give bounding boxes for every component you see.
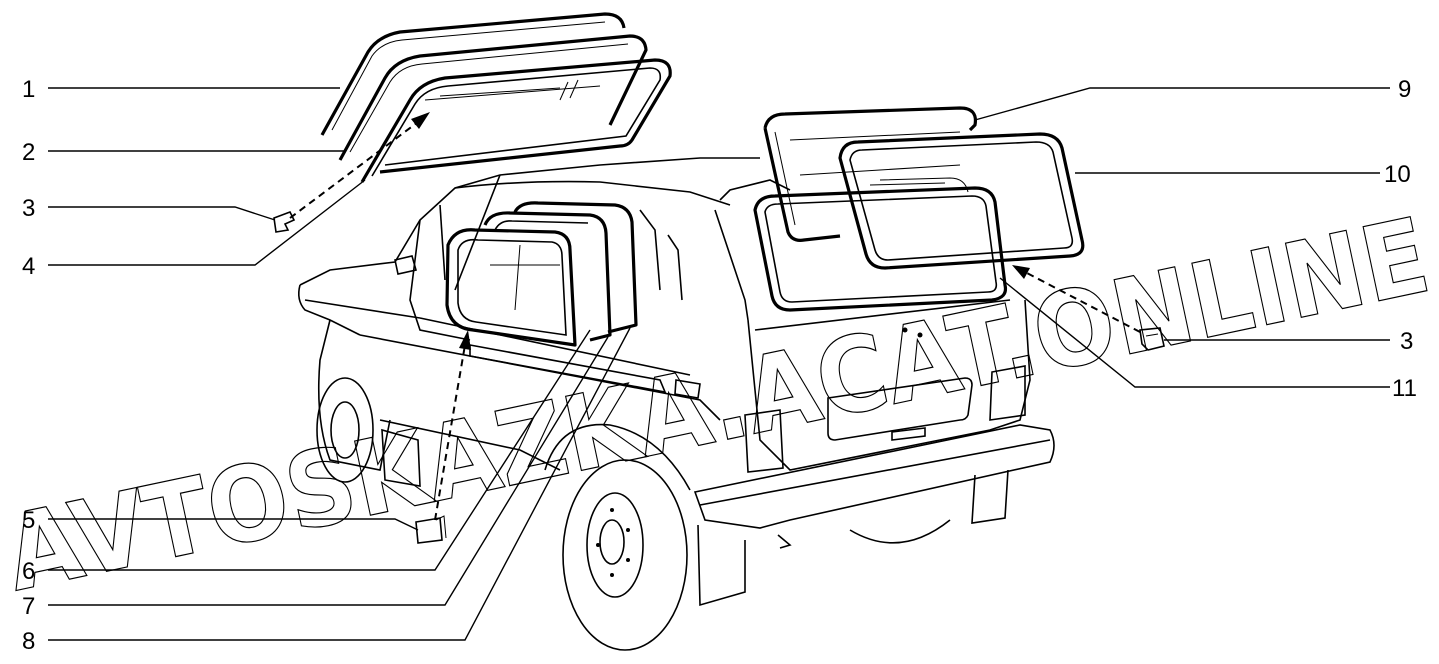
clip-part-3-left xyxy=(273,210,296,233)
installation-arrows xyxy=(289,112,1141,521)
callout-1: 1 xyxy=(22,76,35,103)
callout-2: 2 xyxy=(22,139,35,166)
callout-3-left: 3 xyxy=(22,195,35,222)
callout-9: 9 xyxy=(1398,76,1411,103)
windshield-assembly xyxy=(320,12,672,183)
rear-window-assembly xyxy=(753,106,1085,312)
leader-lines xyxy=(48,87,1390,641)
callout-8: 8 xyxy=(22,628,35,655)
callout-3-right: 3 xyxy=(1400,328,1413,355)
callout-labels: 1 2 3 4 5 6 7 8 9 10 3 11 xyxy=(22,76,1417,655)
callout-7: 7 xyxy=(22,593,35,620)
callout-11: 11 xyxy=(1392,375,1417,402)
clip-part-5 xyxy=(415,515,447,544)
vehicle-body xyxy=(298,157,1055,651)
side-window-assembly xyxy=(445,201,638,347)
watermark-text: AVTOSKAZKA.ACAT.ONLINE xyxy=(0,194,1439,615)
clip-part-3-right xyxy=(1139,327,1165,351)
callout-6: 6 xyxy=(22,558,35,585)
watermark: AVTOSKAZKA.ACAT.ONLINE xyxy=(0,194,1439,616)
callout-5: 5 xyxy=(22,507,35,534)
callout-4: 4 xyxy=(22,253,35,280)
callout-10: 10 xyxy=(1384,161,1411,188)
